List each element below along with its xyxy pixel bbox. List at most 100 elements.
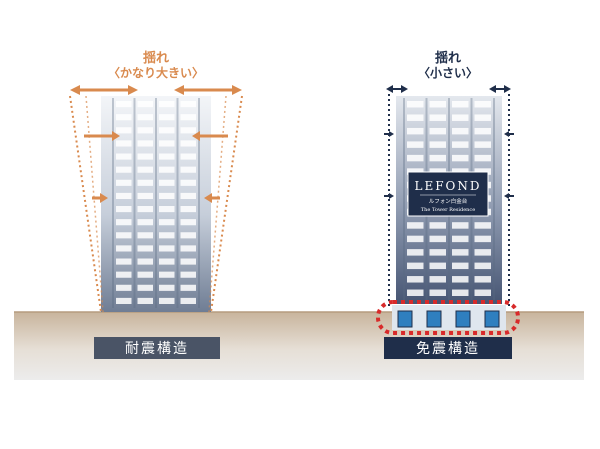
window xyxy=(474,101,491,108)
isolator-icon xyxy=(397,310,413,328)
sign-name: LEFOND xyxy=(414,179,481,193)
window xyxy=(452,154,469,162)
window xyxy=(137,140,153,147)
small-arrow-icon xyxy=(504,193,509,199)
window xyxy=(452,222,469,229)
window xyxy=(137,153,153,160)
horizontal-double-arrow-icon xyxy=(174,85,242,95)
window xyxy=(180,101,196,108)
window xyxy=(137,297,153,304)
window xyxy=(180,127,196,134)
window xyxy=(159,271,175,278)
left-sway-outline-left xyxy=(69,95,102,313)
window xyxy=(159,297,175,304)
window xyxy=(474,235,491,243)
pier xyxy=(133,98,136,308)
sign-sub-japanese: ルフォン白金台 xyxy=(429,197,468,205)
window xyxy=(452,249,469,256)
window xyxy=(452,141,469,148)
window xyxy=(474,249,491,256)
window xyxy=(452,235,469,243)
window xyxy=(180,179,196,186)
left-sway-outline-inner-right xyxy=(208,95,227,313)
horizontal-double-arrow-icon xyxy=(70,85,138,95)
window xyxy=(159,284,175,291)
window xyxy=(137,258,153,265)
right-sway-title: 揺れ xyxy=(435,50,461,66)
pier xyxy=(493,98,495,300)
window xyxy=(474,262,491,270)
small-arrow-icon xyxy=(504,131,509,137)
window xyxy=(159,114,175,121)
window xyxy=(452,127,469,135)
window xyxy=(407,154,424,162)
window xyxy=(137,166,153,173)
window xyxy=(429,235,446,243)
window xyxy=(452,276,469,283)
window xyxy=(116,153,132,160)
window xyxy=(159,140,175,147)
window xyxy=(180,271,196,278)
window xyxy=(407,289,424,296)
left-side-small-arrow-icon xyxy=(92,193,108,203)
window xyxy=(159,166,175,173)
window xyxy=(407,222,424,229)
window xyxy=(429,127,446,135)
window xyxy=(407,114,424,121)
window xyxy=(407,276,424,283)
small-arrow-icon xyxy=(389,131,394,137)
window xyxy=(159,206,175,213)
window xyxy=(429,154,446,162)
window xyxy=(407,235,424,243)
window xyxy=(159,153,175,160)
window xyxy=(137,206,153,213)
window xyxy=(137,245,153,252)
window xyxy=(137,219,153,226)
pier xyxy=(112,98,114,308)
window xyxy=(180,219,196,226)
left-sway-note: 〈かなり大きい〉 xyxy=(108,65,204,80)
isolator-icon xyxy=(455,310,471,328)
isolator-icon xyxy=(426,310,442,328)
window xyxy=(180,140,196,147)
left-sway-outline-right xyxy=(210,95,243,313)
right-side-arrow-icon xyxy=(192,131,228,141)
window xyxy=(137,101,153,108)
left-side-arrow-icon xyxy=(84,131,120,141)
window xyxy=(159,219,175,226)
window xyxy=(159,101,175,108)
left-structure-label-bg xyxy=(94,337,220,359)
window xyxy=(116,297,132,304)
window xyxy=(474,114,491,121)
window xyxy=(116,166,132,173)
window xyxy=(116,192,132,199)
pier xyxy=(403,98,405,300)
right-structure-label: 免震構造 xyxy=(416,341,480,357)
window xyxy=(116,140,132,147)
small-double-arrow-icon xyxy=(386,85,408,93)
window xyxy=(429,222,446,229)
window xyxy=(116,179,132,186)
small-arrow-icon xyxy=(389,193,394,199)
window xyxy=(137,192,153,199)
left-sway-outline-inner-left xyxy=(85,95,104,313)
isolator-icon xyxy=(484,310,500,328)
window xyxy=(137,114,153,121)
building-sign xyxy=(407,171,489,217)
window xyxy=(180,192,196,199)
window xyxy=(159,245,175,252)
window xyxy=(407,262,424,270)
window xyxy=(407,101,424,108)
pier xyxy=(198,98,200,308)
right-building-group: LEFOND ルフォン白金台 The Tower Residence 揺れ 〈小… xyxy=(376,50,520,359)
window xyxy=(407,249,424,256)
window xyxy=(429,289,446,296)
window xyxy=(159,179,175,186)
window xyxy=(137,232,153,239)
left-building-windows xyxy=(112,98,200,308)
right-side-small-arrow-icon xyxy=(204,193,220,203)
window xyxy=(116,101,132,108)
window xyxy=(180,297,196,304)
window xyxy=(474,222,491,229)
